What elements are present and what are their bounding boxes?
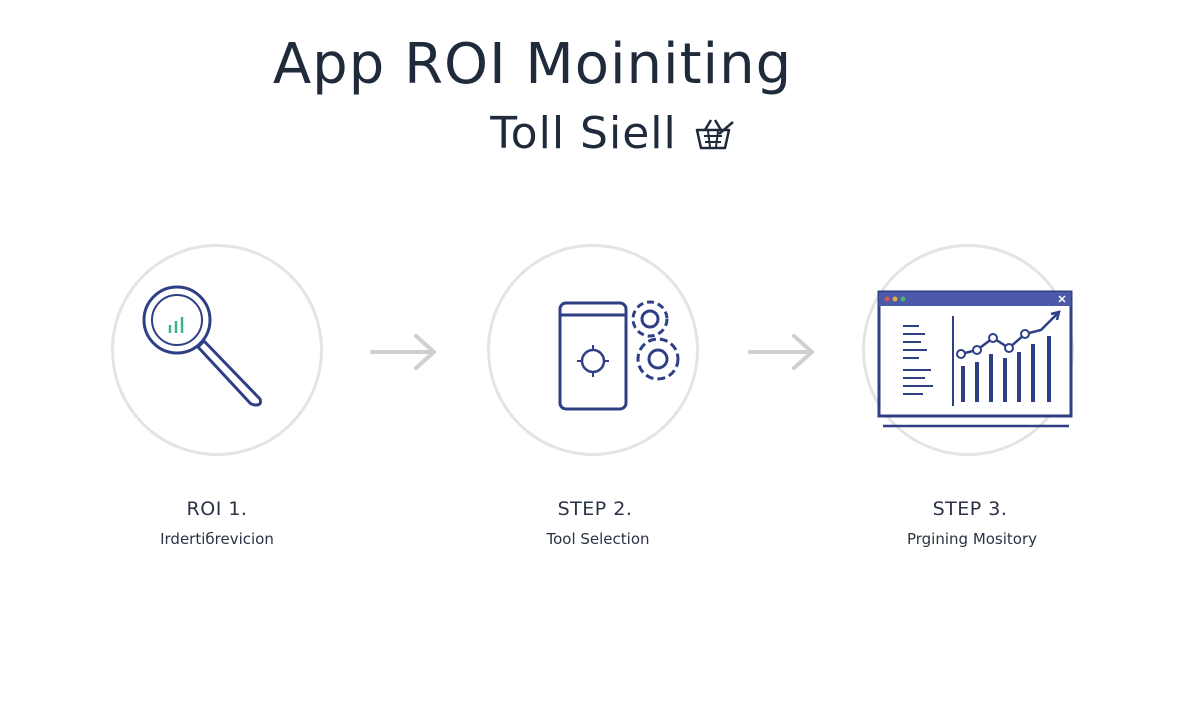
arrow-right-icon bbox=[370, 334, 436, 370]
step-3-circle bbox=[862, 244, 1074, 456]
page-title: App ROI Moiniting bbox=[272, 32, 793, 97]
step-1-circle bbox=[111, 244, 323, 456]
phone-gears-icon bbox=[558, 300, 680, 411]
step-2-circle bbox=[487, 244, 699, 456]
arrow-right-icon bbox=[748, 334, 814, 370]
subtitle-row: Toll Siell bbox=[0, 108, 1200, 159]
step-1-label: ROI 1. bbox=[186, 498, 248, 520]
step-2-description: Tool Selection bbox=[546, 530, 650, 548]
step-1-description: Irdertiбrevicion bbox=[160, 530, 274, 548]
magnifier-chart-icon bbox=[142, 285, 262, 407]
step-3-description: Prgining Mository bbox=[906, 530, 1038, 548]
basket-icon bbox=[695, 118, 734, 149]
page-subtitle: Toll Siell bbox=[490, 108, 677, 159]
dashboard-chart-icon bbox=[877, 290, 1073, 428]
step-2-label: STEP 2. bbox=[557, 498, 633, 520]
step-3-label: STEP 3. bbox=[932, 498, 1008, 520]
